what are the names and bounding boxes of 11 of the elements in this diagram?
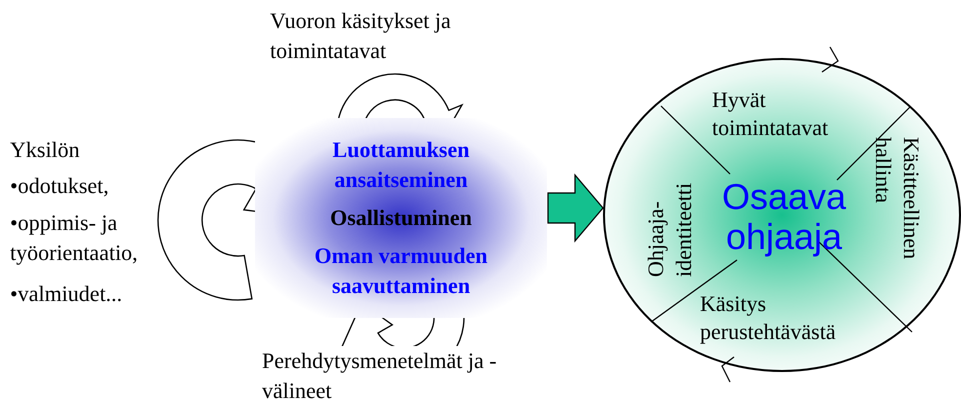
text-label: •valmiudet... [10,280,122,308]
box-text: Osallistuminen [330,204,472,232]
text-label: Yksilön [10,136,80,164]
text-label: •odotukset, [10,172,109,200]
text-label: •oppimis- ja työorientaatio, [10,209,139,267]
text-label: Vuoron käsitykset ja toimintatavat [270,7,452,65]
center-text: Osaava ohjaaja [720,177,848,257]
block-arrow [547,173,604,243]
segment-label: Ohjaaja- identiteetti [642,147,698,277]
box-text: Luottamuksen ansaitseminen [332,136,470,194]
box-text: Oman varmuuden saavuttaminen [314,242,488,300]
